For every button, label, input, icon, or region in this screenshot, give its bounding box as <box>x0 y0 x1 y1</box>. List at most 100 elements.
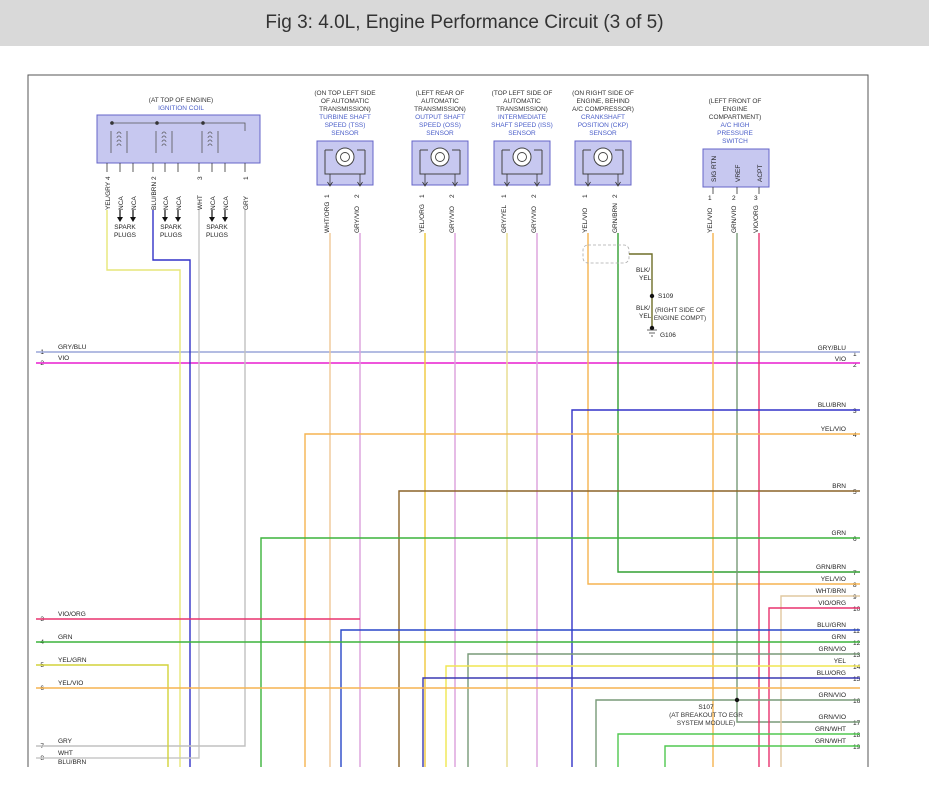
coil-loop-icon <box>161 131 167 135</box>
switch-pin-number: 3 <box>754 195 758 202</box>
sensor-name: INTERMEDIATE <box>498 114 547 121</box>
coil-pin-number: 4 <box>105 176 112 180</box>
left-terminal-label: GRY/BLU <box>58 344 87 351</box>
right-terminal-number: 7 <box>853 570 857 577</box>
coil-winding-icon <box>155 131 173 153</box>
sensor-pin-number: 2 <box>449 194 456 198</box>
sensor-name: SPEED (OSS) <box>419 122 461 129</box>
sensor-note: TRANSMISSION) <box>319 106 371 113</box>
right-terminal-label: YEL/VIO <box>821 576 846 583</box>
right-terminal-label: VIO/ORG <box>818 600 846 607</box>
gear-icon <box>335 147 355 167</box>
wire-blk-yel <box>629 253 653 328</box>
coil-pin-wire: NCA <box>163 196 170 210</box>
switch-pin-number: 1 <box>708 195 712 202</box>
switch-pin-wire: VIO/ORG <box>753 205 760 233</box>
coil-pin-wire: GRY <box>243 195 250 210</box>
gear-icon <box>430 147 450 167</box>
spark-plugs-label: SPARK <box>160 224 182 231</box>
sensor-name: SHAFT SPEED (ISS) <box>491 122 553 129</box>
ground-icon <box>649 325 655 331</box>
coil-name: IGNITION COIL <box>158 105 204 112</box>
right-terminal-number: 12 <box>853 640 861 647</box>
ground-wire-label: YEL <box>639 275 652 282</box>
sensor-pin-wire: GRY/VIO <box>449 206 456 233</box>
switch-pin-label: ACPT <box>757 165 764 182</box>
right-terminal-number: 10 <box>853 606 861 613</box>
right-terminal-number: 18 <box>853 732 861 739</box>
chevron-down-icon <box>422 181 428 187</box>
right-terminal-label: YEL <box>834 658 847 665</box>
sensor-note: OF AUTOMATIC <box>321 98 369 105</box>
sensor-note: TRANSMISSION) <box>414 106 466 113</box>
spark-plugs-label: SPARK <box>206 224 228 231</box>
ground-wire-label: BLK/ <box>636 305 650 312</box>
left-terminal-label: GRN <box>58 634 73 641</box>
gear-hub-icon <box>435 152 445 162</box>
sensor-housing-icon <box>501 149 543 175</box>
shield-icon <box>582 244 630 264</box>
coil-pin-wire: NCA <box>131 196 138 210</box>
right-terminal-label: YEL/VIO <box>821 426 846 433</box>
coil-loop-icon <box>116 135 122 139</box>
sensor-pin-wire: GRY/YEL <box>501 205 508 233</box>
coil-loop-icon <box>161 139 167 143</box>
chevron-down-icon <box>585 181 591 187</box>
coil-loop-icon <box>116 131 122 135</box>
right-terminal-number: 4 <box>853 432 857 439</box>
chevron-down-icon <box>357 181 363 187</box>
gear-hub-icon <box>517 152 527 162</box>
right-terminal-number: 6 <box>853 536 857 543</box>
right-terminal-label: GRN <box>832 530 847 537</box>
bus-grn <box>260 537 860 767</box>
right-terminal-number: 3 <box>853 408 857 415</box>
switch-name: SWITCH <box>722 138 748 145</box>
coil-winding-icon <box>201 131 219 153</box>
right-terminal-number: 8 <box>853 582 857 589</box>
sensor-pin-number: 1 <box>501 194 508 198</box>
coil-pin-wire: NCA <box>210 196 217 210</box>
coil-loop-icon <box>116 143 122 147</box>
gear-icon <box>512 147 532 167</box>
sensor-housing-icon <box>582 149 624 175</box>
sensor-name: CRANKSHAFT <box>581 114 625 121</box>
spark-plugs-label: SPARK <box>114 224 136 231</box>
wire-wht <box>36 210 200 759</box>
arrow-down-icon <box>162 217 168 222</box>
wire-gry <box>36 210 246 747</box>
switch-name: A/C HIGH <box>721 122 750 129</box>
left-terminal-label: WHT <box>58 750 73 757</box>
coil-pin-wire: NCA <box>118 196 125 210</box>
switch-note: ENGINE <box>723 106 749 113</box>
wiring-diagram: 1GRY/BLU2VIO3VIO/ORG4GRN5YEL/GRN6YEL/VIO… <box>27 74 869 767</box>
coil-pin-wire: NCA <box>223 196 230 210</box>
right-terminal-number: 19 <box>853 744 861 751</box>
page-title: Fig 3: 4.0L, Engine Performance Circuit … <box>265 12 664 33</box>
splice-note: (AT BREAKOUT TO EGR <box>669 712 743 719</box>
right-terminal-label: GRN/WHT <box>815 738 846 745</box>
sensor-pin-wire: YEL/ORG <box>419 204 426 233</box>
ground-symbol-icon <box>647 329 657 337</box>
spark-plugs-label: PLUGS <box>206 232 229 239</box>
coil-pin-wire: NCA <box>176 196 183 210</box>
sensor-pin-number: 1 <box>582 194 589 198</box>
sensor-name: POSITION (CKP) <box>578 122 629 129</box>
spark-plugs-label: PLUGS <box>114 232 137 239</box>
ground-wire-label: YEL <box>639 313 652 320</box>
right-terminal-label: BLU/BRN <box>818 402 846 409</box>
right-terminal-label: VIO <box>835 356 846 363</box>
sensor-note: (ON RIGHT SIDE OF <box>572 90 634 97</box>
bus-blu-grn <box>340 629 860 767</box>
switch-note: COMPARTMENT) <box>709 114 761 121</box>
right-terminal-number: 15 <box>853 676 861 683</box>
right-terminal-label: GRY/BLU <box>818 345 847 352</box>
coil-pin-wire: BLU/BRN <box>151 182 158 210</box>
chevron-down-icon <box>327 181 333 187</box>
left-terminal-label: VIO <box>58 355 69 362</box>
ground-note: ENGINE COMPT) <box>654 315 706 322</box>
splice-label: S107 <box>698 704 714 711</box>
bus-grn-vio-16 <box>595 699 860 767</box>
sensor-housing-icon <box>324 149 366 175</box>
coil-loop-icon <box>161 143 167 147</box>
coil-note: (AT TOP OF ENGINE) <box>149 97 213 104</box>
